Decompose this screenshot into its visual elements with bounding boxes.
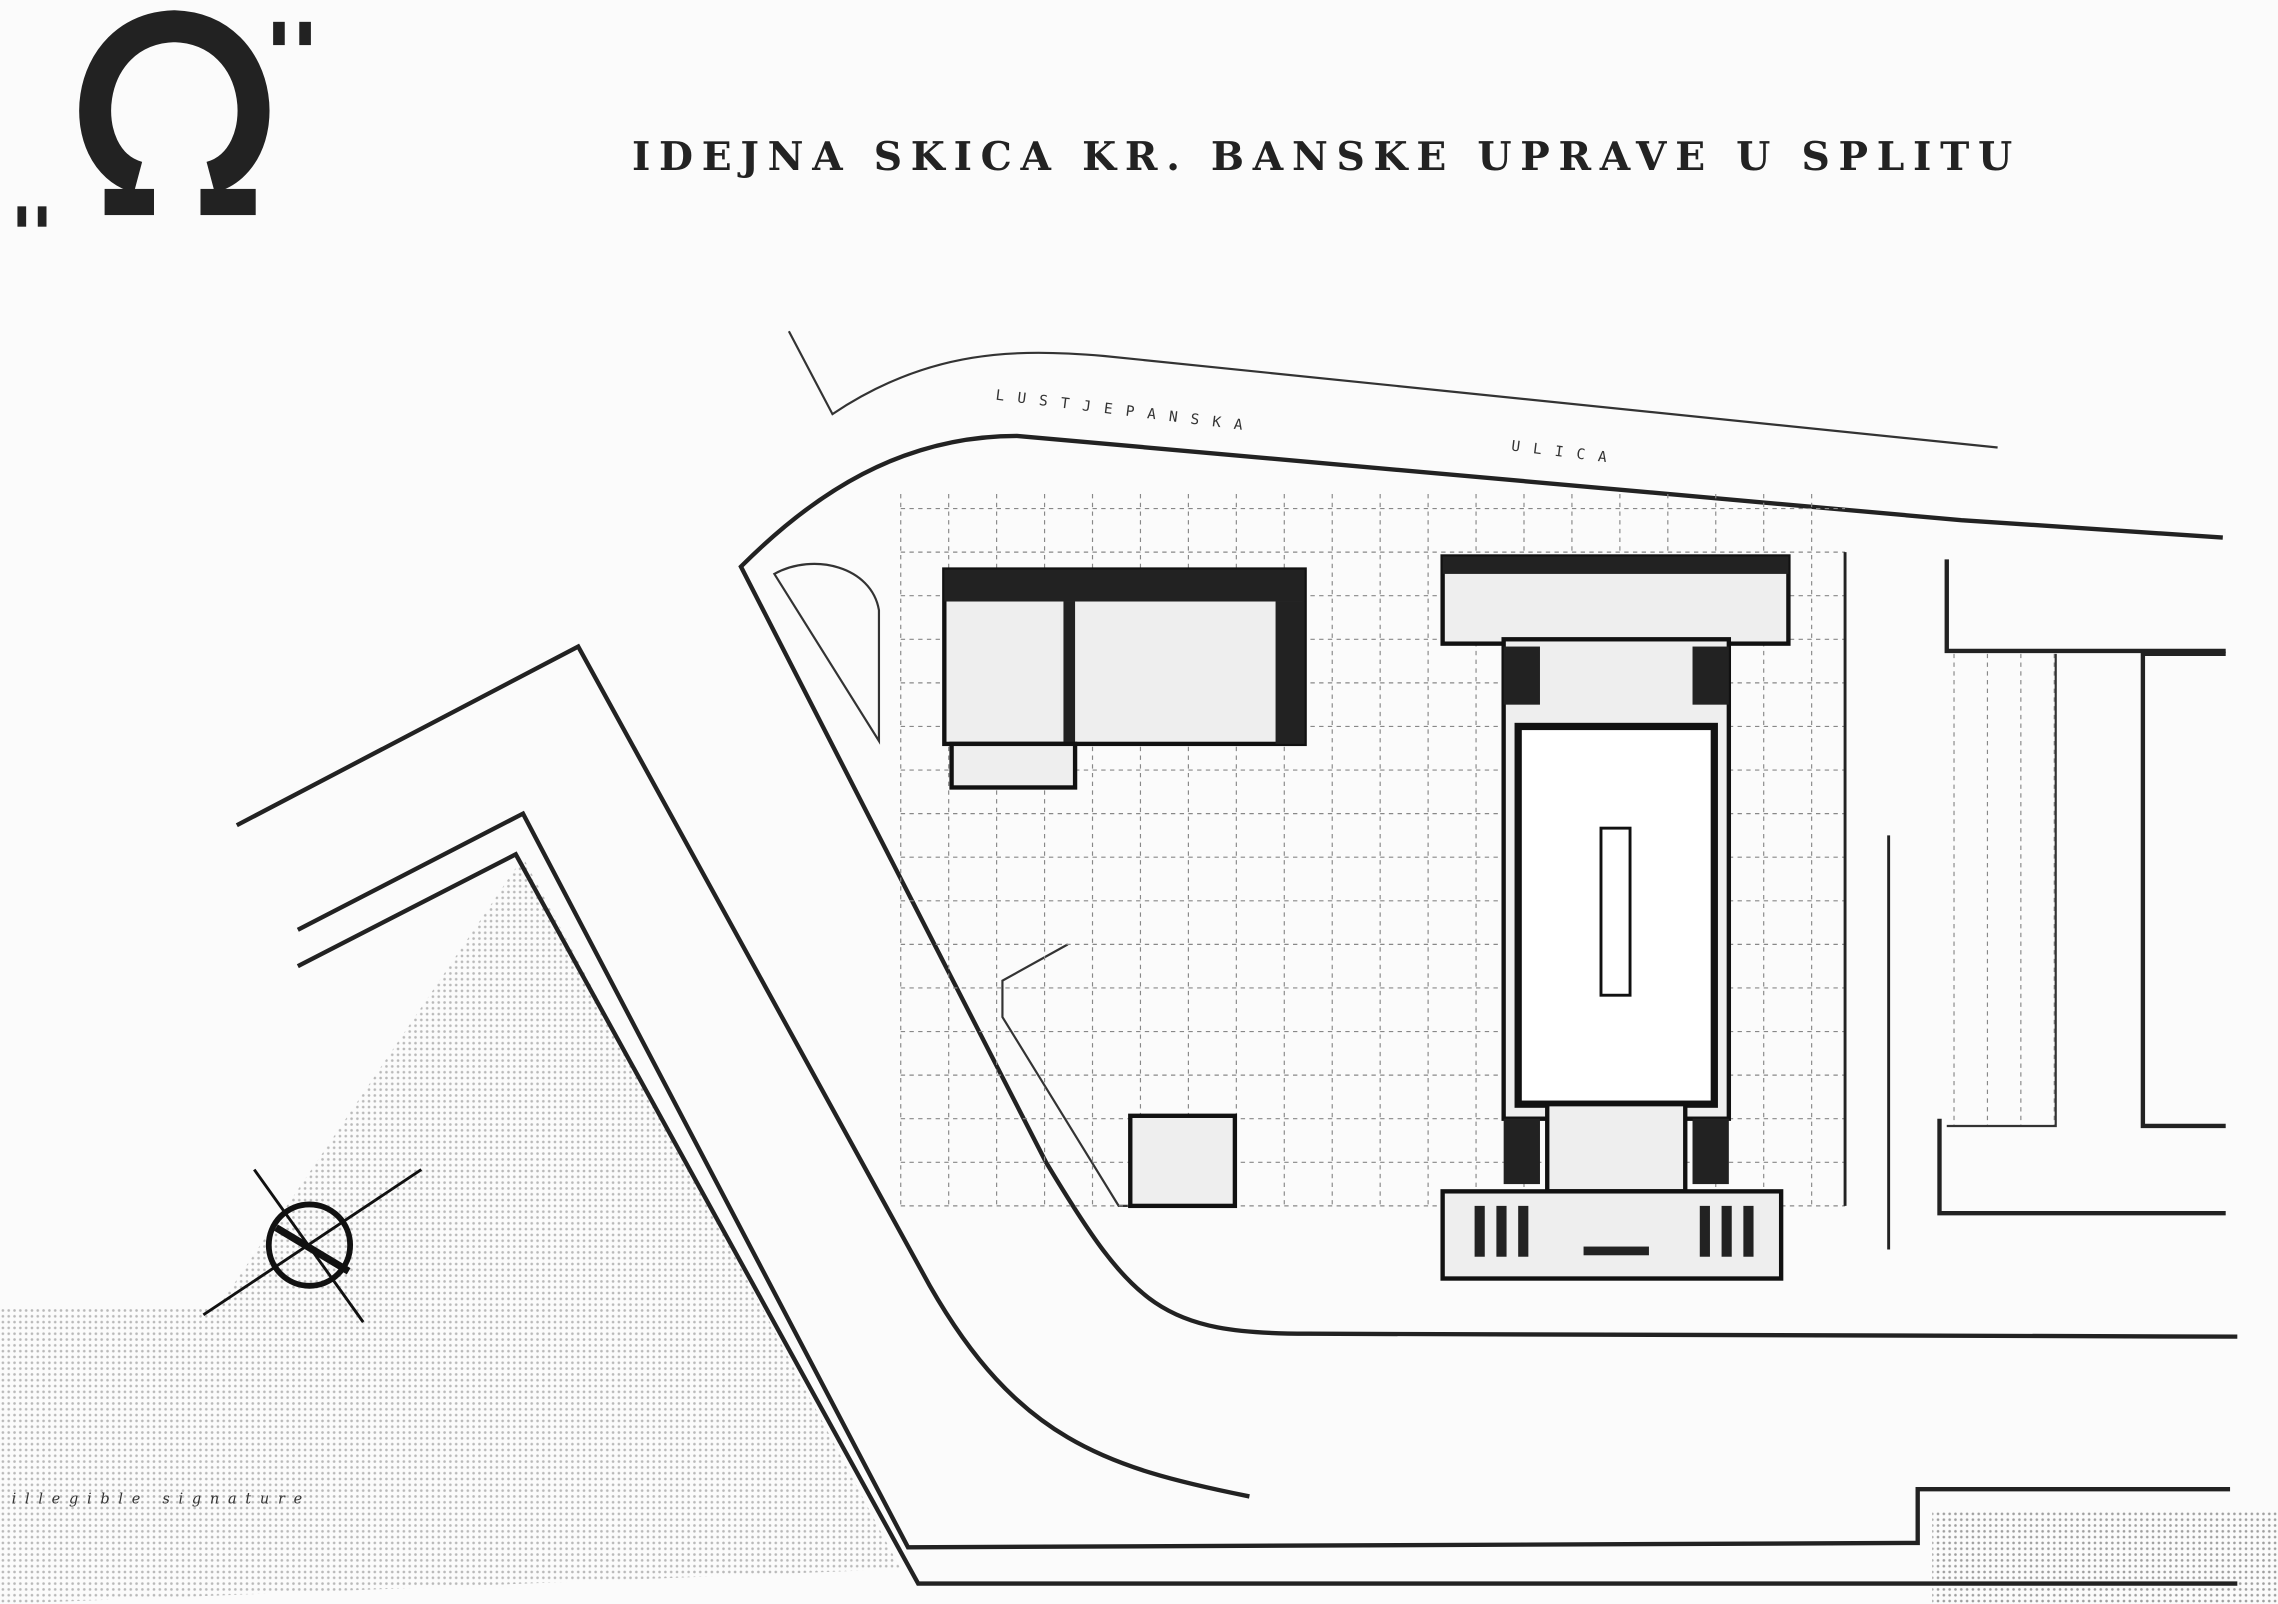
shaded-ground-bottom-left: [0, 857, 901, 1604]
building-right-blocks: [1843, 552, 2226, 1250]
road-outlines: [235, 330, 2238, 1586]
street-label-2: ULICA: [1510, 439, 1620, 468]
shaded-ground-bottom-right: [1932, 1510, 2278, 1604]
omega-logo: [17, 10, 311, 227]
north-arrow-compass: [202, 1168, 423, 1323]
building-left-wing: [942, 567, 1307, 790]
building-main: [1128, 554, 1791, 1281]
drawing-title: IDEJNA SKICA KR. BANSKE UPRAVE U SPLITU: [632, 134, 2021, 180]
street-label-1: LUSTJEPANSKA: [995, 388, 1257, 436]
author-signature: illegible signature: [12, 1492, 311, 1508]
